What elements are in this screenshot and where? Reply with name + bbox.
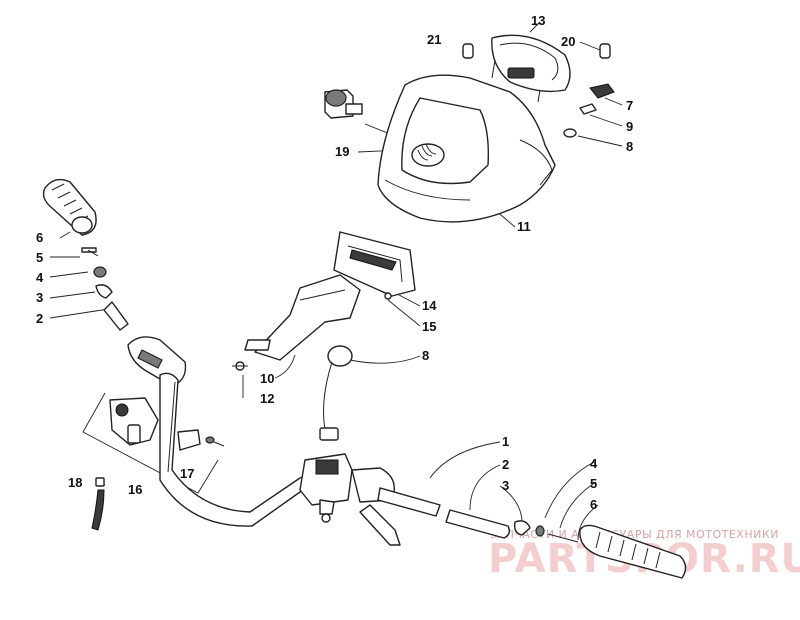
callout-13: 13	[531, 13, 545, 28]
left-grip	[42, 178, 97, 236]
callout-15: 15	[422, 319, 436, 334]
handlebar	[159, 372, 313, 527]
callout-3-left: 3	[36, 290, 43, 305]
hose	[91, 477, 105, 531]
pod-switch-hardware	[563, 83, 615, 138]
callout-10: 10	[260, 371, 274, 386]
callout-19: 19	[335, 144, 349, 159]
ignition-switch	[324, 89, 363, 119]
callout-5-right: 5	[590, 476, 597, 491]
callout-2-left: 2	[36, 311, 43, 326]
right-grip	[579, 524, 687, 579]
callout-7: 7	[626, 98, 633, 113]
right-throttle-tube	[377, 487, 511, 539]
callout-8-middle: 8	[422, 348, 429, 363]
right-bar-end-hardware	[513, 520, 579, 543]
callout-11: 11	[517, 219, 531, 234]
callout-6-left: 6	[36, 230, 43, 245]
left-switch-assembly	[109, 397, 159, 446]
callout-1: 1	[502, 434, 509, 449]
callout-labels: 13 21 20 7 9 8 19 11 6 5 4 3 2 14 15 8 1…	[36, 13, 633, 512]
callout-4-right: 4	[590, 456, 598, 471]
right-control-assembly	[299, 453, 401, 546]
gauge-lens	[411, 143, 445, 167]
callout-9: 9	[626, 119, 633, 134]
instrument-pod	[377, 74, 556, 223]
callout-6-right: 6	[590, 497, 597, 512]
callout-2-right: 2	[502, 457, 509, 472]
speedometer	[491, 34, 571, 103]
callout-8-upper: 8	[626, 139, 633, 154]
callout-14: 14	[422, 298, 437, 313]
callout-12: 12	[260, 391, 274, 406]
left-bar-end-hardware	[81, 247, 129, 331]
callout-21: 21	[427, 32, 441, 47]
callout-17: 17	[180, 466, 194, 481]
mount-plate	[232, 274, 361, 371]
callout-18: 18	[68, 475, 82, 490]
callout-3-right: 3	[502, 478, 509, 493]
pod-bracket	[333, 231, 416, 300]
callout-4-left: 4	[36, 270, 44, 285]
callout-5-left: 5	[36, 250, 43, 265]
handlebar-clamp	[177, 429, 225, 451]
callout-16: 16	[128, 482, 142, 497]
wire-harness	[319, 345, 353, 441]
callout-20: 20	[561, 34, 575, 49]
indicator-bulbs	[462, 43, 611, 59]
